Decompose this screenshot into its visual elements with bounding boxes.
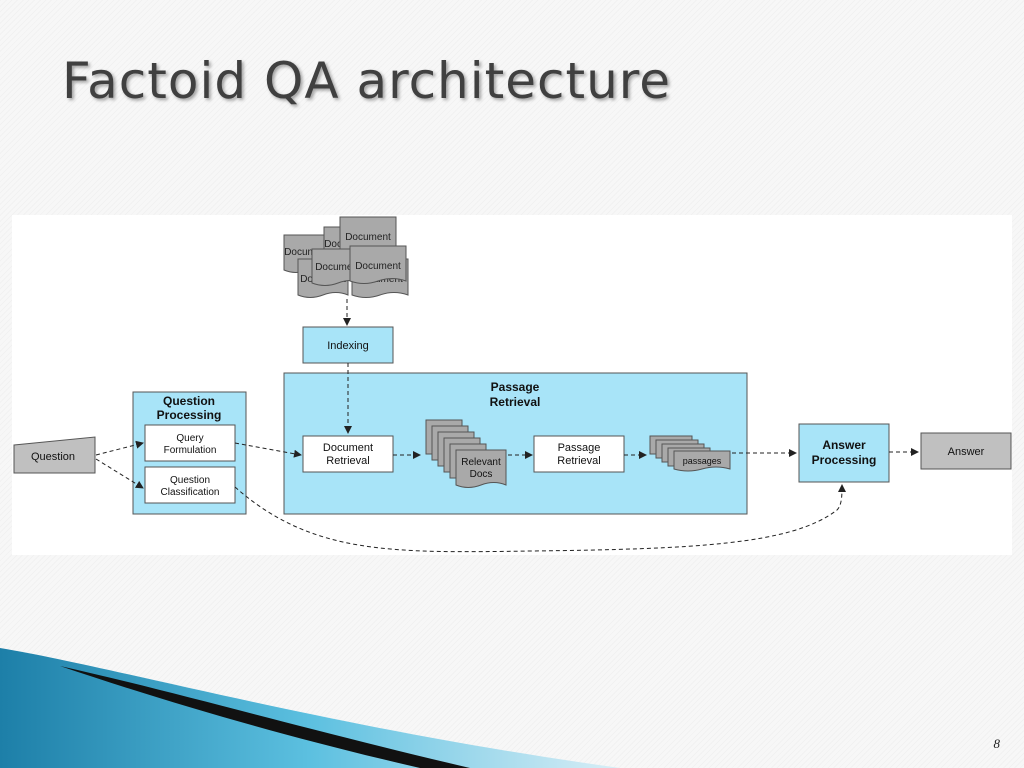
diagram-panel: Document Document Document Document Docu… xyxy=(12,215,1012,555)
question-input-shape: Question xyxy=(13,436,96,474)
indexing-label: Indexing xyxy=(327,340,369,352)
arrow-question-to-formulation xyxy=(95,440,144,456)
answer-label: Answer xyxy=(948,446,985,458)
arrow-classification-to-answer-processing xyxy=(234,484,846,553)
document-stack: Document Document Document Document Docu… xyxy=(283,216,409,298)
answer-box: Answer xyxy=(920,432,1012,470)
page-number: 8 xyxy=(993,736,1001,751)
document-label: Document xyxy=(284,247,330,258)
decorative-swoosh xyxy=(0,648,620,768)
document-label: Document xyxy=(315,262,361,273)
document-label: Document xyxy=(345,232,391,243)
document-label: Document xyxy=(355,261,401,272)
indexing-box: Indexing xyxy=(302,326,394,364)
architecture-diagram: Document Document Document Document Docu… xyxy=(13,216,1012,553)
arrow-question-to-classification xyxy=(95,458,144,489)
document-icon: Document xyxy=(349,245,407,284)
question-label: Question xyxy=(31,451,75,463)
page-title: Factoid QA architecture xyxy=(62,52,672,110)
passages-label: passages xyxy=(683,456,722,466)
passages-stack: passages xyxy=(649,435,731,472)
